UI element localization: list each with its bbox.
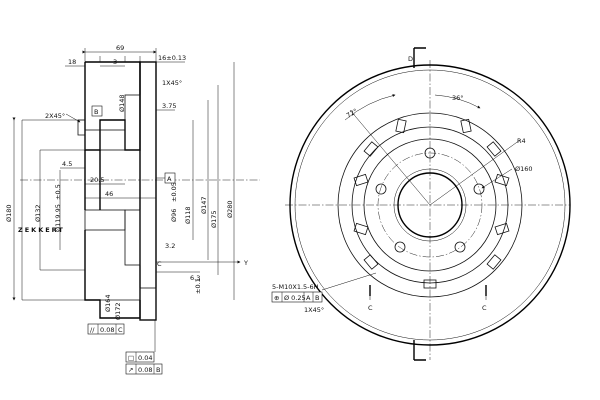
front-view: 72° 36° R4 Ø160 5-M10X1.5-6H ⊕ Ø 0.25 A … <box>271 47 571 361</box>
datum-a-label: A <box>167 175 172 183</box>
tolerance-frame-parallel: // 0.08 C <box>87 323 125 335</box>
position-tolerance-frame: ⊕ Ø 0.25 A B <box>271 291 323 303</box>
mark-d: D <box>408 55 413 63</box>
datum-b-box <box>91 105 103 117</box>
dim-disc-thickness: 16±0.13 <box>158 54 186 62</box>
svg-text:B: B <box>156 366 160 374</box>
dim-dia-148: Ø148 <box>118 94 126 112</box>
dim-radius: R4 <box>517 137 526 145</box>
dim-front-chamfer: 1X45° <box>304 306 324 314</box>
svg-text:A: A <box>306 294 311 302</box>
dim-dia-280: Ø280 <box>226 200 234 218</box>
center-bore <box>397 172 463 238</box>
svg-text:⊕: ⊕ <box>274 294 279 302</box>
dim-bolt-spec: 5-M10X1.5-6H <box>272 283 319 291</box>
dim-chamfer-left: 2X45° <box>45 112 65 120</box>
bolt-holes <box>375 147 485 253</box>
dim-dia-118: Ø118 <box>184 206 192 224</box>
dim-3-2: 3.2 <box>165 242 175 250</box>
dim-tol-119: ±0.5 <box>54 184 62 200</box>
dim-dia-175: Ø175 <box>210 210 218 228</box>
disc-outer-edge <box>289 64 571 346</box>
hat-slots <box>353 118 510 289</box>
datum-b-label: B <box>94 108 98 116</box>
dim-bolt-circle: Ø160 <box>515 165 533 173</box>
dim-dia-132: Ø132 <box>34 204 42 222</box>
flange-upper <box>84 129 126 151</box>
hat-wall-lower <box>124 209 141 266</box>
brand-watermark: ZEKKERT <box>18 226 65 234</box>
dim-dia-96: Ø96 <box>170 209 178 222</box>
dim-dia-180: Ø180 <box>5 204 13 222</box>
hat-outer-circle <box>351 126 509 284</box>
hat-inner-circle <box>363 138 497 272</box>
dim-slot-angle-2: 36° <box>452 94 464 102</box>
dim-dia-147: Ø147 <box>200 196 208 214</box>
brand-logo-text: ZEKKERT <box>18 226 65 234</box>
dim-offset-46: 46 <box>105 190 113 198</box>
dim-dia-172: Ø172 <box>114 302 122 320</box>
dim-small-gap: 3.75 <box>162 102 176 110</box>
side-section-view: 69 18 3 16±0.13 1X45° 2X45° 3.75 4.5 20.… <box>5 44 260 375</box>
svg-text://: // <box>90 326 95 334</box>
dim-tol-172: ±0.1 <box>194 278 202 294</box>
dim-flange: 18 <box>68 58 76 66</box>
flange-lower <box>84 209 126 231</box>
dim-dia-119: Ø119.95 <box>54 204 62 232</box>
dim-overall-width: 69 <box>116 44 124 52</box>
friction-ring-inner <box>337 112 523 298</box>
dim-offset-20-5: 20.5 <box>90 176 104 184</box>
tolerance-frame-flatness: □ 0.04 <box>125 351 155 363</box>
svg-text:0.08: 0.08 <box>138 366 152 374</box>
svg-text:0.08: 0.08 <box>100 326 114 334</box>
svg-text:↗: ↗ <box>128 366 133 374</box>
dim-tol-96: ±0.05 <box>170 182 178 202</box>
dim-offset-4-5: 4.5 <box>62 160 72 168</box>
bolt-pitch-circle <box>377 152 483 258</box>
svg-text:□: □ <box>128 354 134 362</box>
svg-text:0.04: 0.04 <box>138 354 152 362</box>
tolerance-frame-runout: ↗ 0.08 B <box>125 363 163 375</box>
disc-friction-ring <box>139 61 157 321</box>
section-marker-bottom <box>413 340 426 361</box>
datum-y-label: Y <box>243 259 248 267</box>
svg-text:B: B <box>315 294 319 302</box>
section-c-right: C <box>482 304 487 312</box>
hat-wall-upper <box>124 94 141 151</box>
datum-c-label: C <box>157 260 162 268</box>
svg-text:C: C <box>118 326 123 334</box>
section-c-left: C <box>368 304 373 312</box>
dim-chamfer-top: 1X45° <box>162 79 182 87</box>
dim-step: 3 <box>113 58 117 66</box>
dim-6-3: 6.3 <box>190 274 200 282</box>
dim-dia-164: Ø164 <box>104 294 112 312</box>
section-marker-top <box>413 47 426 68</box>
svg-text:Ø 0.25: Ø 0.25 <box>284 294 306 302</box>
